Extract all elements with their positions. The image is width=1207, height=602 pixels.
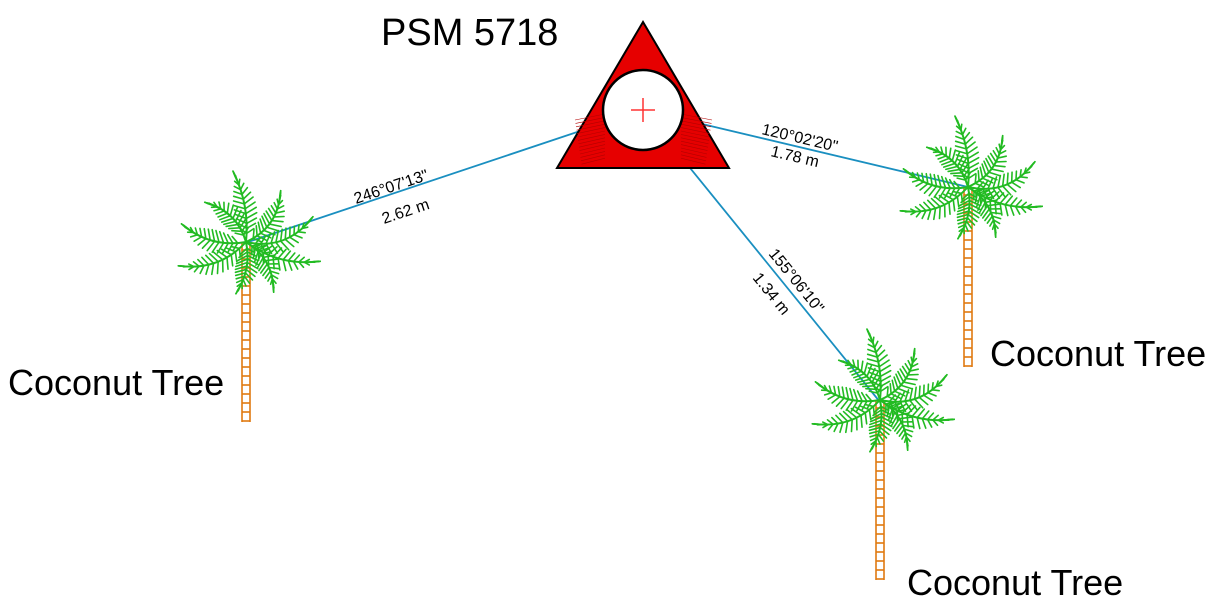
- tree-fronds: [899, 115, 1044, 240]
- coconut-tree-icon: [811, 328, 956, 580]
- station-cross-icon: [631, 98, 655, 122]
- station-title: PSM 5718: [381, 12, 558, 54]
- tree-label-right: Coconut Tree: [990, 333, 1206, 374]
- tree-fronds: [177, 170, 322, 295]
- tree-fronds: [811, 328, 956, 453]
- monument-hatch: [574, 113, 713, 165]
- tree-label-bottom: Coconut Tree: [907, 562, 1123, 602]
- coconut-tree-icon: [177, 170, 322, 422]
- distance-label-left: 2.62 m: [380, 196, 432, 228]
- monument-marker: [555, 20, 731, 169]
- tree-label-left: Coconut Tree: [8, 362, 224, 403]
- coconut-tree-icon: [899, 115, 1044, 367]
